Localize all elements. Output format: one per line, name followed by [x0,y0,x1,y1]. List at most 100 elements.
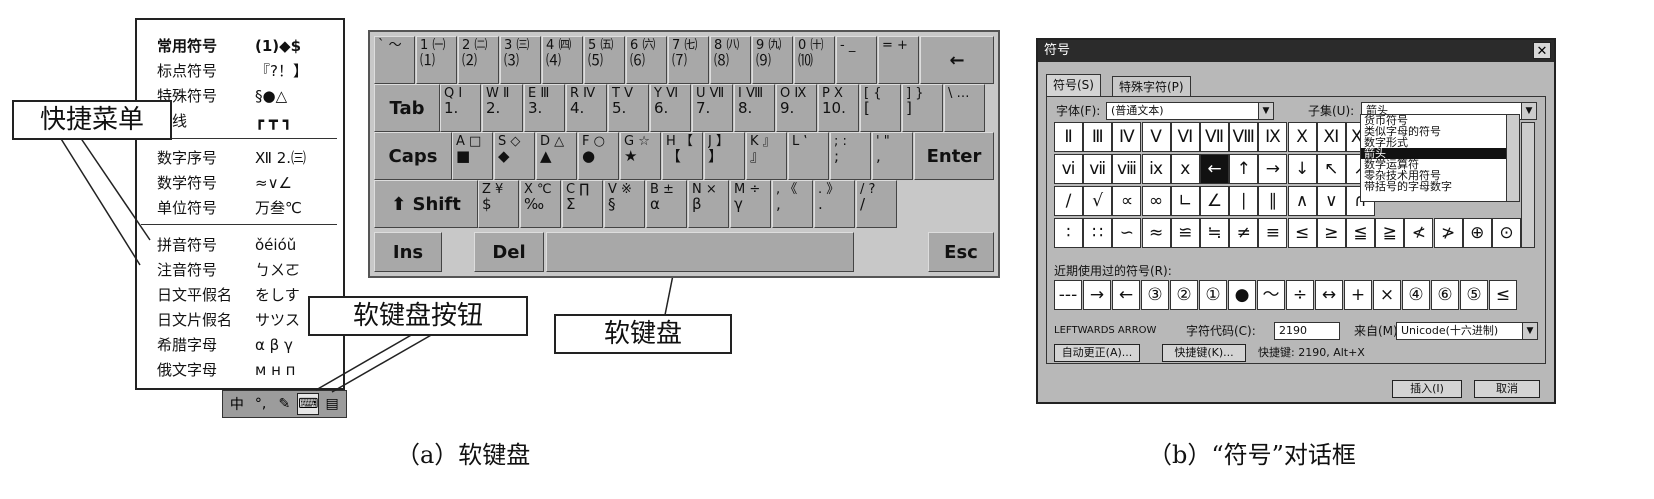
recent-symbol-cell[interactable]: ④ [1402,280,1430,310]
symbol-cell[interactable]: ⅹ [1170,154,1200,184]
symbol-cell[interactable]: Ⅷ [1229,122,1259,152]
key[interactable]: / ?/ [856,180,897,228]
insert-key[interactable]: Ins [374,232,442,272]
recent-symbol-cell[interactable]: ～ [1257,280,1285,310]
key[interactable]: 2 ㈡⑵ [458,36,499,84]
brush-icon[interactable]: ✎ [278,396,291,412]
recent-symbol-cell[interactable]: ≤ [1489,280,1517,310]
symbol-cell[interactable]: ≦ [1346,218,1375,248]
tab-key[interactable]: Tab [374,84,440,132]
symbol-cell[interactable]: ∷ [1083,218,1113,248]
symbol-cell[interactable]: ∧ [1287,186,1317,216]
subset-option[interactable]: 数学运算符 [1364,159,1419,170]
key[interactable]: \ … [944,84,985,132]
symbol-cell[interactable]: ≤ [1287,218,1317,248]
subset-option[interactable]: 数字形式 [1364,137,1408,148]
symbol-cell[interactable]: ≠ [1229,218,1259,248]
symbol-cell[interactable]: ↓ [1287,154,1317,184]
tab-special-characters[interactable]: 特殊字符(P) [1112,76,1191,96]
quick-menu-item[interactable]: 常用符号(1)◆$ [137,34,343,58]
key[interactable]: ] }] [902,84,943,132]
key[interactable]: F ○● [578,132,619,180]
shortcut-key-button[interactable]: 快捷键(K)... [1162,344,1246,362]
symbol-cell[interactable]: ≈ [1141,218,1171,248]
recent-symbol-cell[interactable]: ← [1112,280,1140,310]
key[interactable]: 5 ㈤⑸ [584,36,625,84]
symbol-cell[interactable]: ∞ [1141,186,1171,216]
key[interactable]: ; :; [830,132,871,180]
key[interactable]: [ {[ [860,84,901,132]
font-select[interactable]: (普通文本) ▼ [1106,102,1274,120]
quick-menu-item[interactable]: 特殊符号§●△ [137,84,343,108]
key[interactable]: G ☆★ [620,132,661,180]
symbol-cell[interactable]: ≯ [1433,218,1463,248]
subset-option[interactable]: 带括号的字母数字 [1364,181,1452,192]
subset-option[interactable]: 货币符号 [1364,115,1408,126]
subset-option[interactable]: 零杂技术用符号 [1364,170,1441,181]
symbol-cell[interactable]: → [1258,154,1288,184]
quick-menu-item[interactable]: 日文平假名をしす [137,283,343,307]
symbol-cell[interactable]: ⅷ [1112,154,1142,184]
symbol-cell[interactable]: ⅵ [1054,154,1083,184]
recent-symbol-cell[interactable]: ↔ [1315,280,1343,310]
symbol-cell[interactable]: ≮ [1404,218,1434,248]
quick-menu-item[interactable]: 单位符号万叁℃ [137,196,343,220]
quick-menu-item[interactable]: 标点符号『?！】 [137,59,343,83]
symbol-cell[interactable]: Ⅵ [1170,122,1200,152]
recent-symbol-cell[interactable]: ② [1170,280,1198,310]
recent-symbol-cell[interactable]: ⑥ [1431,280,1459,310]
key[interactable]: Z ¥$ [478,180,519,228]
key[interactable]: 8 ㈧⑻ [710,36,751,84]
insert-button[interactable]: 插入(I) [1392,380,1462,398]
charcode-input[interactable]: 2190 [1274,322,1340,340]
recent-symbol-cell[interactable]: ① [1199,280,1227,310]
symbol-cell[interactable]: ≥ [1316,218,1346,248]
recent-symbol-cell[interactable]: ⑤ [1460,280,1488,310]
key[interactable]: C ∏Σ [562,180,603,228]
symbol-cell[interactable]: ≡ [1258,218,1288,248]
symbol-cell[interactable]: ⊙ [1492,218,1521,248]
key[interactable]: ` ～ [374,36,415,84]
symbol-cell[interactable]: ⊕ [1462,218,1492,248]
symbol-cell[interactable]: ↑ [1229,154,1259,184]
key[interactable]: . 》. [814,180,855,228]
symbol-cell[interactable]: Ⅴ [1141,122,1171,152]
symbol-cell[interactable]: Ⅸ [1258,122,1288,152]
recent-symbol-cell[interactable]: ● [1228,280,1256,310]
key[interactable]: 1 ㈠⑴ [416,36,457,84]
cancel-button[interactable]: 取消 [1474,380,1540,398]
symbol-cell[interactable]: ∠ [1200,186,1229,216]
key[interactable]: = + [878,36,919,84]
punctuation-mode-icon[interactable]: °, [254,396,267,412]
key[interactable]: D △▲ [536,132,577,180]
symbol-cell[interactable]: Ⅲ [1083,122,1113,152]
quick-menu-item[interactable]: 数学符号≈∨∠ [137,171,343,195]
recent-symbol-cell[interactable]: ③ [1141,280,1169,310]
key[interactable]: M ÷γ [730,180,771,228]
symbol-cell[interactable]: ∥ [1258,186,1288,216]
subset-option[interactable]: 箭头 [1361,148,1519,159]
subset-option[interactable]: 类似字母的符号 [1364,126,1441,137]
symbol-cell[interactable]: ∝ [1112,186,1142,216]
soft-keyboard-button-icon[interactable]: ⌨ [297,393,320,415]
key[interactable]: 7 ㈦⑺ [668,36,709,84]
symbol-cell[interactable]: ∨ [1316,186,1346,216]
key[interactable]: A □■ [452,132,493,180]
symbol-cell[interactable]: Ⅳ [1112,122,1142,152]
space-key[interactable] [546,232,854,272]
symbol-cell[interactable]: Ⅶ [1200,122,1229,152]
key[interactable]: V ※§ [604,180,645,228]
key[interactable]: , 《, [772,180,813,228]
key[interactable]: X ℃‰ [520,180,561,228]
key[interactable]: 0 ㈩⑽ [794,36,835,84]
key[interactable]: ' ", [872,132,913,180]
